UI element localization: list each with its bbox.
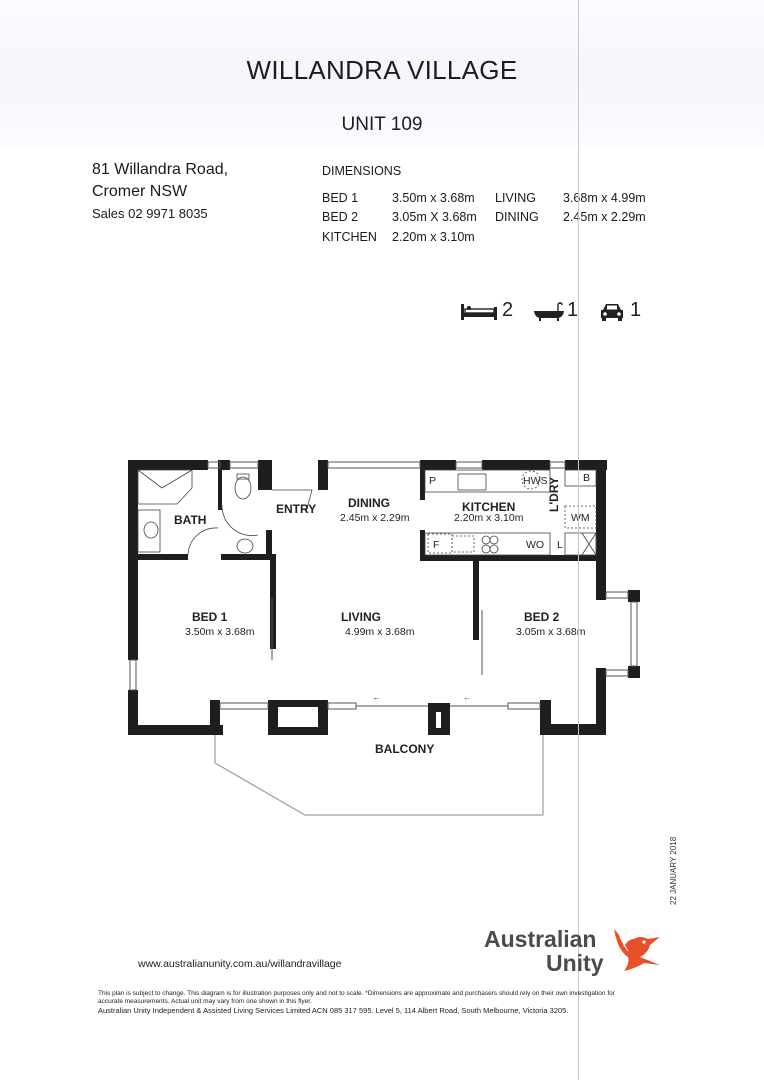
disclaimer-line-2: accurate measurements. Actual unit may v… (98, 998, 312, 1005)
address-line-1: 81 Willandra Road, (92, 161, 229, 178)
bathtub-icon (534, 302, 564, 321)
website-link[interactable]: www.australianunity.com.au/willandravill… (138, 958, 342, 970)
company-details: Australian Unity Independent & Assisted … (98, 1006, 569, 1015)
room-label-entry: ENTRY (276, 502, 317, 516)
dim-room-size: 3.50m x 3.68m (392, 191, 475, 205)
bed-icon (461, 304, 497, 320)
room-label-laundry: L'DRY (547, 476, 561, 512)
logo-text-line1: Australian (484, 926, 597, 952)
room-label-living: LIVING (341, 610, 382, 624)
dim-room-size: 3.05m X 3.68m (392, 210, 477, 224)
bathroom-count: 1 (567, 299, 579, 321)
logo-text-line2: Unity (546, 950, 604, 976)
scan-line (578, 0, 579, 1080)
dim-room-label: BED 2 (322, 210, 359, 224)
parking-count: 1 (630, 299, 642, 321)
svg-text:←: ← (372, 692, 381, 702)
dim-room-label: KITCHEN (322, 230, 377, 244)
address-line-2: Cromer NSW (92, 183, 188, 200)
page-title: WILLANDRA VILLAGE (246, 55, 518, 85)
room-label-bath: BATH (174, 513, 207, 527)
room-dim-living: 4.99m x 3.68m (345, 626, 415, 638)
dim-room-size: 2.20m x 3.10m (392, 230, 475, 244)
room-label-dining: DINING (348, 496, 390, 510)
room-dim-kitchen: 2.20m x 3.10m (454, 512, 524, 524)
dim-room-size: 3.68m x 4.99m (563, 191, 646, 205)
room-label-kitchen: KITCHEN (462, 500, 516, 514)
room-label-balcony: BALCONY (375, 742, 435, 756)
dim-room-label: BED 1 (322, 191, 359, 205)
unit-number: UNIT 109 (341, 114, 423, 135)
room-dim-dining: 2.45m x 2.29m (340, 512, 410, 524)
car-icon (601, 304, 623, 321)
disclaimer-line-1: This plan is subject to change. This dia… (98, 990, 615, 997)
wall-oven-label: WO (526, 539, 545, 551)
room-label-bed1: BED 1 (192, 610, 228, 624)
bedroom-count: 2 (502, 299, 514, 321)
room-label-bed2: BED 2 (524, 610, 560, 624)
svg-text:←: ← (463, 693, 471, 702)
dim-room-label: DINING (495, 210, 539, 224)
washing-machine-label: WM (571, 512, 590, 524)
dim-room-size: 2.45m x 2.29m (563, 210, 646, 224)
dim-room-label: LIVING (495, 191, 536, 205)
fridge-label: F (433, 539, 440, 551)
linen-label: L (557, 539, 563, 551)
pantry-label: P (429, 475, 437, 487)
header-band (0, 0, 764, 150)
room-dim-bed2: 3.05m x 3.68m (516, 626, 586, 638)
dimensions-heading: DIMENSIONS (322, 164, 402, 178)
room-dim-bed1: 3.50m x 3.68m (185, 626, 255, 638)
basin-label: B (583, 472, 591, 484)
kookaburra-bird-icon (614, 929, 660, 971)
plan-date: 22 JANUARY 2018 (669, 836, 678, 905)
hws-label: HWS (523, 475, 548, 487)
sales-phone: Sales 02 9971 8035 (92, 206, 208, 221)
